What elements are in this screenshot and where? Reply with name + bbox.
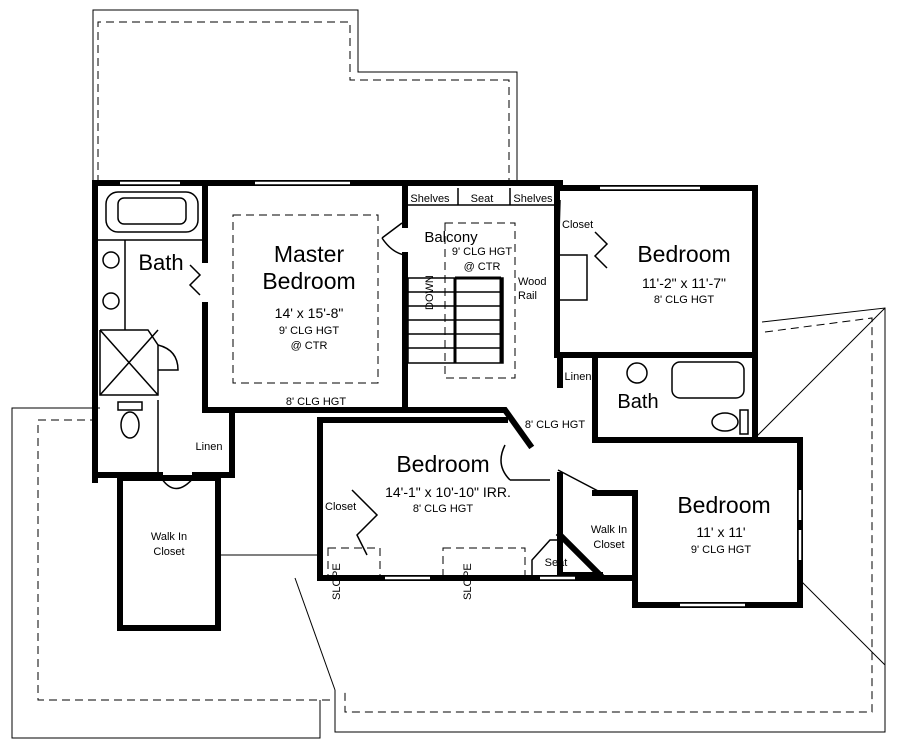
hall-ceiling: 8' CLG HGT [525,419,585,431]
bedroom-middle-ceiling: 8' CLG HGT [413,503,473,515]
door-swing[interactable] [159,475,196,490]
master-bedroom-label: Bedroom [262,268,355,294]
bedroom-middle-label: Bedroom [396,451,489,477]
master-bedroom-ceiling-note: @ CTR [291,340,328,352]
sink-icon [102,292,120,310]
bedroom-top-right-ceiling: 8' CLG HGT [654,294,714,306]
fixtures [95,188,749,579]
bedroom-top-right-size: 11'-2" x 11'-7" [642,275,726,291]
bedroom-top-right-label: Bedroom [637,241,730,267]
bedroom-right-size: 11' x 11' [696,524,745,540]
balcony-label: Balcony [424,229,478,246]
seat-label: Seat [545,557,568,569]
toilet-icon [711,412,739,432]
bifold-door[interactable] [351,489,379,556]
walk-in-closet-label: Closet [153,546,184,558]
master-bedroom-label: Master [274,241,345,267]
slope-label: SLOPE [331,563,343,600]
shelves-label: Shelves [410,193,450,205]
bifold-door[interactable] [593,231,609,269]
bedroom-right-label: Bedroom [677,492,770,518]
bedroom-right-ceiling: 9' CLG HGT [691,544,751,556]
walk-in-closet-label: Walk In [591,524,627,536]
closet-label: Closet [325,501,356,513]
sink-icon [626,362,648,384]
balcony-ceiling-note: @ CTR [464,261,501,273]
walk-in-closet-label: Walk In [151,531,187,543]
room-labels: Master Bedroom 14' x 15'-8" 9' CLG HGT @… [138,193,770,600]
roof-outlines [11,9,886,739]
master-bedroom-size: 14' x 15'-8" [275,305,344,321]
master-bedroom-ceiling-edge: 8' CLG HGT [286,396,346,408]
bifold-door[interactable] [188,264,202,296]
bathtub-icon [671,361,745,399]
door-swing[interactable] [500,444,550,481]
sink-icon [102,251,120,269]
slope-label: SLOPE [462,563,474,600]
door-swing[interactable] [157,344,179,371]
door-swing[interactable] [381,222,406,256]
tray-ceiling-outline [232,214,379,384]
windows [120,181,802,607]
closet-label: Closet [562,219,593,231]
linen-left-label: Linen [196,441,223,453]
linen-hall-label: Linen [565,371,592,383]
hall-bath-label: Bath [617,391,658,413]
wood-rail-label: Rail [518,290,537,302]
walk-in-closet-label: Closet [593,539,624,551]
shelves-label: Shelves [513,193,553,205]
master-bath-label: Bath [138,250,183,275]
bedroom-middle-size: 14'-1" x 10'-10" IRR. [385,484,511,500]
balcony-ceiling: 9' CLG HGT [452,246,512,258]
walls [92,180,803,631]
stair-down-label: DOWN [424,275,436,310]
wood-rail-label: Wood [518,276,547,288]
master-bedroom-ceiling: 9' CLG HGT [279,325,339,337]
toilet-icon [120,411,140,439]
seat-label: Seat [471,193,494,205]
staircase [407,276,504,364]
bathtub-icon [105,191,199,233]
